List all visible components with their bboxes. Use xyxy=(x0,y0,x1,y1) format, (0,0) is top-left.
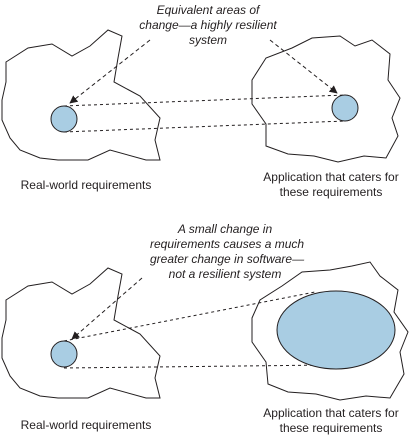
bottom-arrow-to-requirement xyxy=(71,277,143,340)
bottom-left-caption: Real-world requirements xyxy=(6,418,166,433)
top-application-change-area xyxy=(331,94,359,122)
top-requirement-change-area xyxy=(50,105,78,133)
top-left-caption: Real-world requirements xyxy=(6,178,166,193)
top-real-world-shape xyxy=(1,29,161,161)
top-arrow-to-application xyxy=(269,39,338,94)
top-annotation-line-2: change—a highly resilient xyxy=(139,18,277,32)
bottom-annotation: A small change in requirements causes a … xyxy=(150,222,305,282)
bottom-panel xyxy=(1,261,409,401)
top-annotation: Equivalent areas of change—a highly resi… xyxy=(138,3,278,48)
top-right-caption-line-1: Application that caters for xyxy=(263,170,399,184)
bottom-right-caption-line-1: Application that caters for xyxy=(263,406,399,420)
bottom-annotation-line-2: requirements causes a much xyxy=(150,237,305,251)
top-projection-line-upper xyxy=(63,94,346,107)
bottom-projection-line-upper xyxy=(63,291,316,342)
top-annotation-line-1: Equivalent areas of xyxy=(156,3,260,17)
bottom-requirement-change-area xyxy=(50,340,78,368)
bottom-left-caption-line-1: Real-world requirements xyxy=(20,418,152,432)
top-panel xyxy=(1,29,401,163)
bottom-annotation-line-3: greater change in software— xyxy=(150,252,305,266)
top-annotation-line-3: system xyxy=(188,33,227,47)
bottom-annotation-line-4: not a resilient system xyxy=(168,267,282,281)
top-right-caption-line-2: these requirements xyxy=(279,185,383,199)
top-projection-line-lower xyxy=(63,120,346,133)
bottom-real-world-shape xyxy=(1,267,161,399)
top-left-caption-line-1: Real-world requirements xyxy=(20,178,152,192)
top-arrow-to-requirement xyxy=(69,39,151,104)
bottom-application-change-area xyxy=(276,290,396,370)
bottom-right-caption: Application that caters for these requir… xyxy=(250,406,412,436)
bottom-projection-line-lower xyxy=(63,364,331,369)
bottom-annotation-line-1: A small change in xyxy=(177,222,273,236)
top-application-shape xyxy=(251,35,401,163)
top-right-caption: Application that caters for these requir… xyxy=(250,170,412,200)
bottom-right-caption-line-2: these requirements xyxy=(279,421,383,435)
